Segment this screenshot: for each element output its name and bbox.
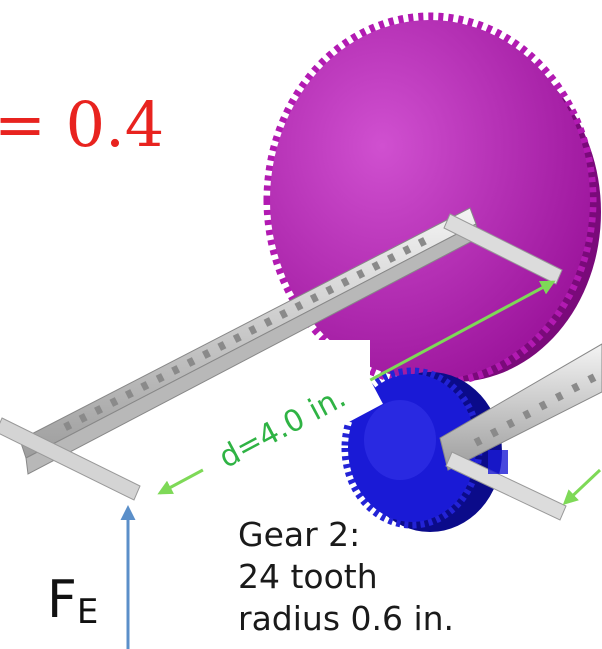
beam-hole bbox=[109, 397, 119, 407]
beam-hole bbox=[63, 421, 73, 431]
equation-label: = 0.4 bbox=[0, 88, 165, 161]
beam-hole bbox=[587, 373, 597, 384]
beam-hole bbox=[78, 413, 88, 423]
beam-hole bbox=[386, 253, 396, 263]
gear2-note: Gear 2: 24 tooth radius 0.6 in. bbox=[238, 514, 454, 640]
gear2-note-line2: 24 tooth bbox=[238, 557, 378, 596]
force-subscript: E bbox=[76, 592, 99, 632]
beam-hole bbox=[402, 245, 412, 255]
gear2-note-line1: Gear 2: bbox=[238, 515, 361, 554]
left-shaft bbox=[0, 417, 141, 501]
gear2-note-line3: radius 0.6 in. bbox=[238, 599, 455, 638]
beam-hole bbox=[554, 391, 564, 402]
beam-hole bbox=[124, 389, 134, 399]
beam-hole bbox=[417, 237, 427, 247]
beam-hole bbox=[356, 269, 366, 279]
force-label: FE bbox=[47, 570, 99, 632]
force-symbol: F bbox=[47, 570, 77, 630]
right-shaft bbox=[443, 213, 563, 285]
large-gear bbox=[263, 12, 601, 395]
beam-hole bbox=[140, 381, 150, 391]
beam-hole bbox=[371, 261, 381, 271]
beam-hole bbox=[571, 382, 581, 393]
beam-hole bbox=[94, 405, 104, 415]
